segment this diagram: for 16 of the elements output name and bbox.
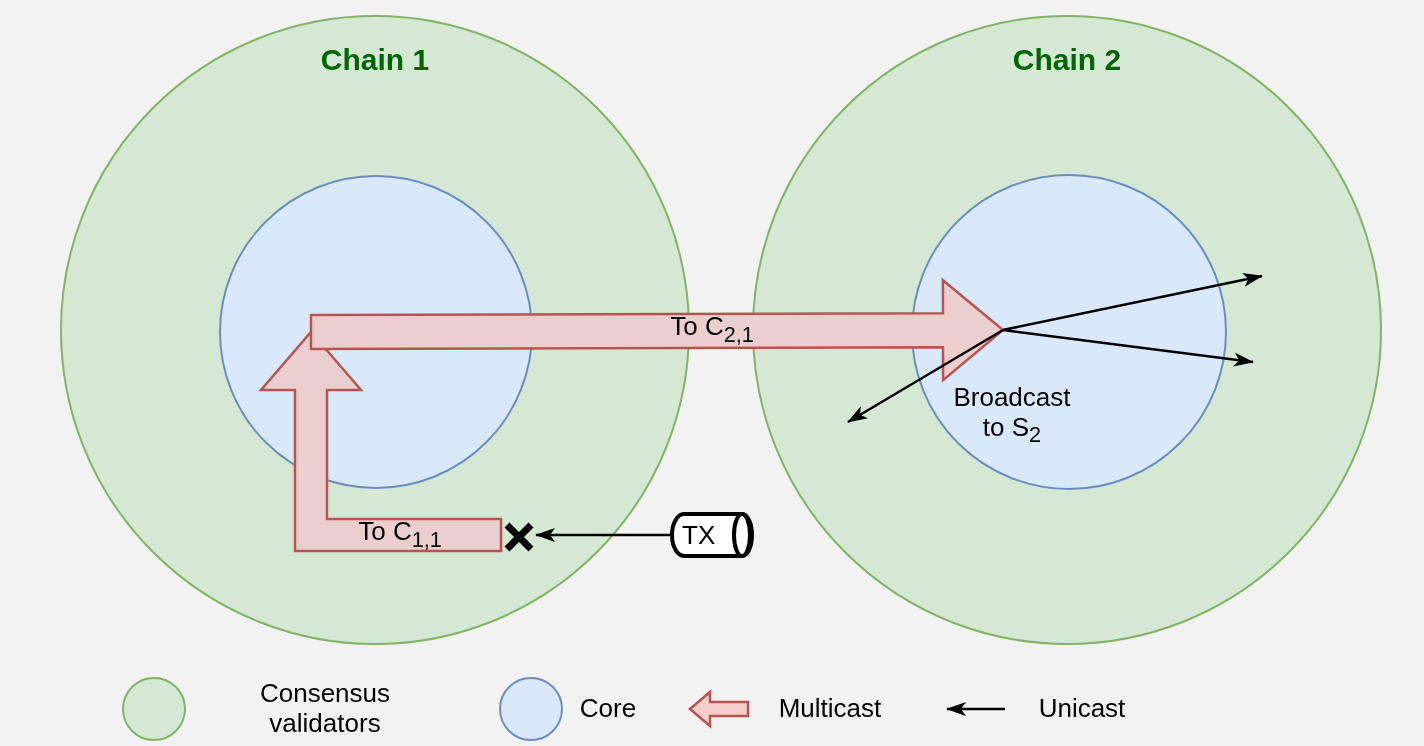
edge-label: To C$_{1,1}$ [358,517,442,553]
block-arrow [258,330,503,553]
block-arrow [309,277,1005,383]
annotation-text: Broadcast to S$_{2}$ [952,382,1072,448]
arrow [1002,273,1263,332]
chain-title: Chain 1 [319,43,431,77]
legend-label: Core [578,694,638,724]
node-label: TX [682,520,716,551]
edge-label: To C$_{2,1}$ [670,312,754,348]
legend-label: Multicast [777,694,883,724]
arrow [535,528,670,542]
legend-label: Consensus validators [258,679,392,739]
chain-title: Chain 2 [1011,43,1123,77]
legend-label: Unicast [1037,694,1127,724]
arrow [847,328,1004,424]
arrow [1002,328,1254,367]
